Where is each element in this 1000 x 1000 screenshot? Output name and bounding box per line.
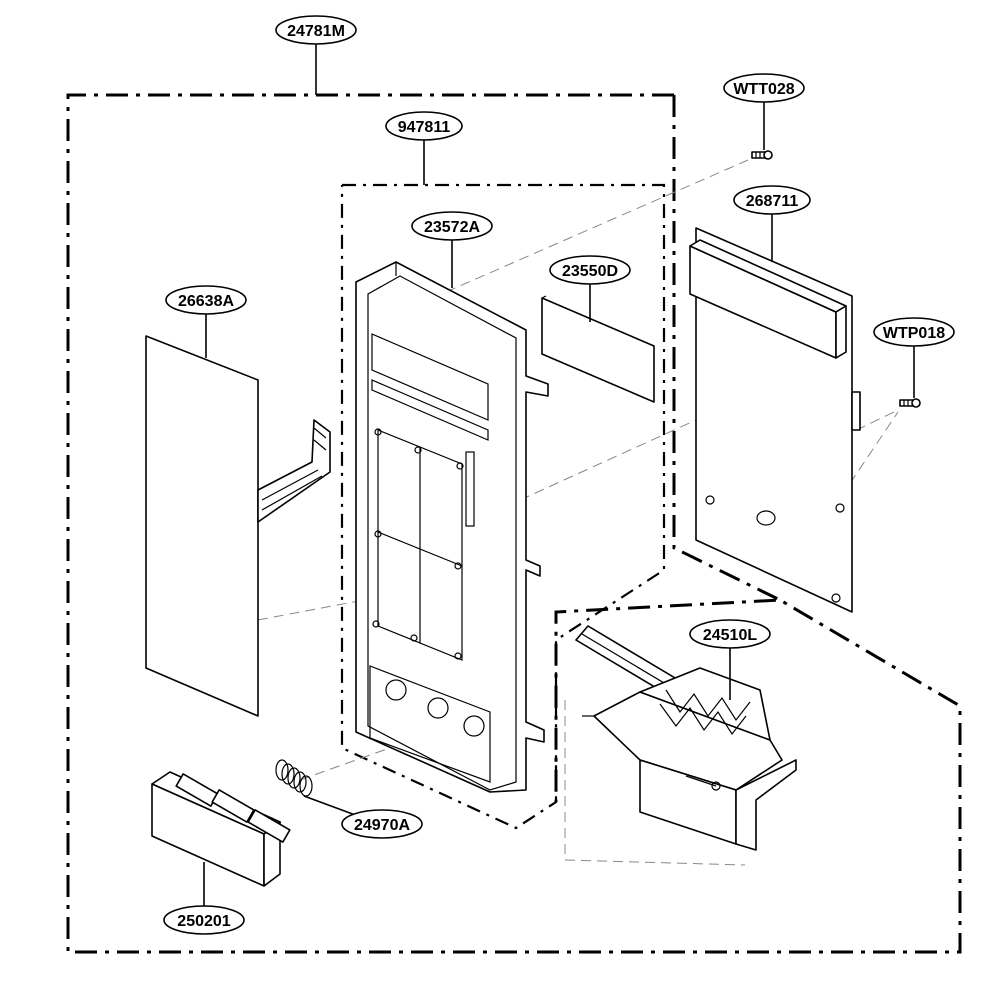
control-panel-frame xyxy=(355,261,549,793)
callout-membrane-label: 26638A xyxy=(178,293,234,310)
callout-screw-top: WTT028 xyxy=(723,73,805,103)
pcb-board xyxy=(689,227,861,613)
spring xyxy=(275,759,313,797)
door-button xyxy=(151,771,291,887)
door-latch-lever xyxy=(575,625,797,851)
assembly-boundary-right xyxy=(672,95,781,602)
callout-window-label: 23550D xyxy=(562,263,618,280)
callout-assembly: 24781M xyxy=(275,15,357,45)
callout-latch: 24510L xyxy=(689,619,771,649)
assembly-boundary xyxy=(66,93,962,954)
callout-spring-label: 24970A xyxy=(354,817,410,834)
display-window-plate xyxy=(541,295,655,403)
callout-control-panel-label: 23572A xyxy=(424,219,480,236)
screw-top xyxy=(751,150,773,160)
callout-latch-label: 24510L xyxy=(703,627,757,644)
callout-pcb-label: 268711 xyxy=(746,193,799,210)
callout-control-panel: 23572A xyxy=(411,211,493,241)
callout-assembly-label: 24781M xyxy=(287,23,345,40)
screw-right xyxy=(899,398,921,408)
callout-screw-top-label: WTT028 xyxy=(733,81,794,98)
callout-subassembly: 947811 xyxy=(385,111,463,141)
callout-subassembly-label: 947811 xyxy=(398,119,451,136)
callout-pcb: 268711 xyxy=(733,185,811,215)
leader-lines xyxy=(203,44,915,906)
callout-button-label: 250201 xyxy=(177,913,230,930)
membrane-panel xyxy=(145,335,331,717)
callout-membrane: 26638A xyxy=(165,285,247,315)
callout-window: 23550D xyxy=(549,255,631,285)
callout-spring: 24970A xyxy=(341,809,423,839)
callout-button: 250201 xyxy=(163,905,245,935)
callout-screw-right-label: WTP018 xyxy=(883,325,945,342)
callout-screw-right: WTP018 xyxy=(873,317,955,347)
